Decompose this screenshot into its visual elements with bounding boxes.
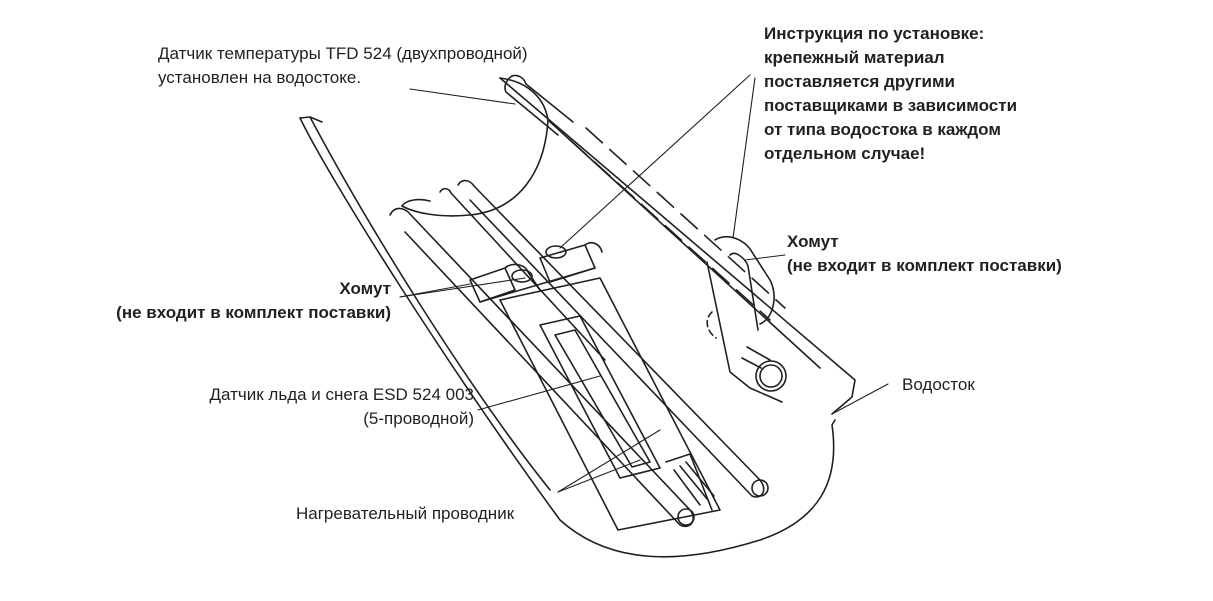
install-note-line-5: от типа водостока в каждом bbox=[764, 120, 1001, 139]
temp-sensor-label: Датчик температуры TFD 524 (двухпроводно… bbox=[158, 42, 528, 90]
install-note-line-4: поставщиками в зависимости bbox=[764, 96, 1018, 115]
heating-wire-label: Нагревательный проводник bbox=[296, 502, 514, 526]
install-note: Инструкция по установке: крепежный матер… bbox=[764, 22, 1017, 166]
clamp-right bbox=[706, 236, 787, 403]
clamp-right-label-line-1: Хомут bbox=[787, 232, 839, 251]
gutter-label: Водосток bbox=[902, 373, 975, 397]
ice-sensor-label: Датчик льда и снега ESD 524 003 (5-прово… bbox=[210, 383, 474, 431]
install-note-line-3: поставляется другими bbox=[764, 72, 956, 91]
ice-sensor-label-line-2: (5-проводной) bbox=[363, 409, 474, 428]
clamp-left bbox=[469, 242, 603, 303]
temp-sensor-rod bbox=[504, 74, 786, 321]
heating-wires bbox=[389, 179, 769, 528]
clamp-left-label-line-2: (не входит в комплект поставки) bbox=[116, 303, 391, 322]
heating-wire-label-line-1: Нагревательный проводник bbox=[296, 504, 515, 523]
install-note-line-6: отдельном случае! bbox=[764, 144, 926, 163]
clamp-right-label-line-2: (не входит в комплект поставки) bbox=[787, 256, 1062, 275]
ice-sensor-label-line-1: Датчик льда и снега ESD 524 003 bbox=[209, 385, 474, 404]
gutter-trough bbox=[299, 77, 856, 558]
clamp-left-label: Хомут (не входит в комплект поставки) bbox=[116, 277, 391, 325]
temp-sensor-label-line-1: Датчик температуры TFD 524 (двухпроводно… bbox=[158, 44, 528, 63]
temp-sensor-label-line-2: установлен на водостоке. bbox=[158, 68, 362, 87]
clamp-right-label: Хомут (не входит в комплект поставки) bbox=[787, 230, 1062, 278]
install-note-line-2: крепежный материал bbox=[764, 48, 945, 67]
ice-snow-sensor bbox=[499, 277, 721, 531]
install-note-line-1: Инструкция по установке: bbox=[764, 24, 985, 43]
clamp-left-label-line-1: Хомут bbox=[339, 279, 391, 298]
gutter-label-line-1: Водосток bbox=[902, 375, 975, 394]
callout-lines bbox=[399, 74, 889, 493]
